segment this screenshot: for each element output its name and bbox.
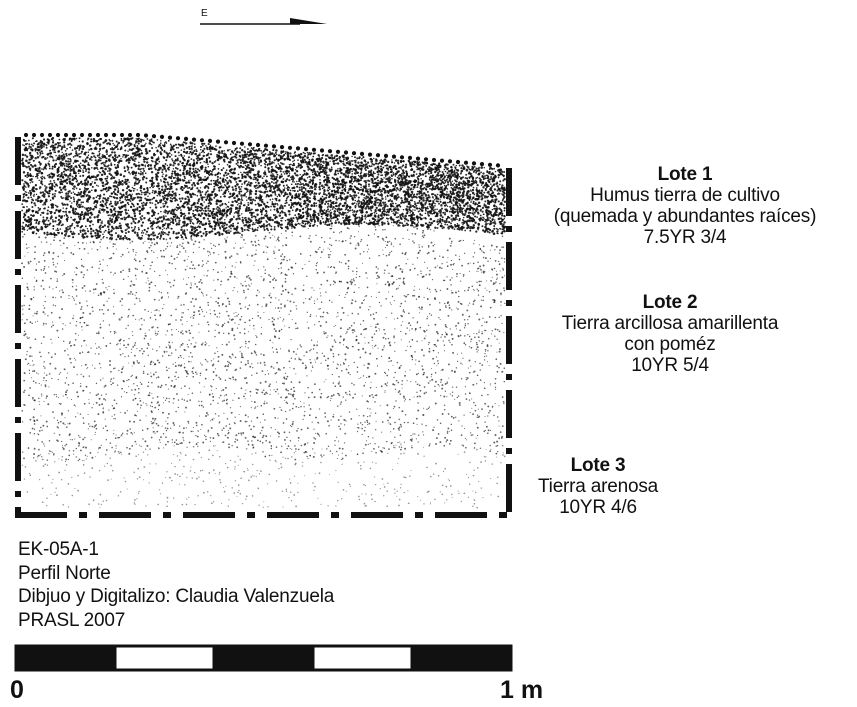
layer-2-note: con poméz — [624, 334, 716, 355]
layer-2-munsell: 10YR 5/4 — [631, 355, 709, 376]
ground-surface-line — [23, 132, 501, 168]
excavation-frame — [15, 137, 512, 518]
unit-code: EK-05A-1 — [18, 539, 99, 560]
layer-2-description: Tierra arcillosa amarillenta — [561, 313, 779, 334]
project-year: PRASL 2007 — [18, 609, 126, 631]
layer-3-title: Lote 3 — [570, 455, 626, 476]
layer-1-title: Lote 1 — [657, 164, 713, 185]
scale-start-label: 0 — [10, 676, 24, 704]
layer-2-label: Lote 2 Tierra arcillosa amarillenta con … — [515, 292, 825, 376]
scale-segment — [212, 644, 315, 672]
scale-segment — [113, 644, 216, 672]
layer-3-label: Lote 3 Tierra arenosa 10YR 4/6 — [513, 455, 683, 518]
layer-3-stipple — [21, 444, 506, 509]
layer-2-title: Lote 2 — [642, 292, 698, 313]
layer-1-stipple — [21, 136, 507, 241]
layer-2-stipple — [21, 225, 506, 463]
scale-segment — [410, 644, 513, 672]
layer-3-description: Tierra arenosa — [537, 476, 659, 497]
orientation-letter: E — [201, 8, 208, 19]
drawing-credit: Dibjuo y Digitalizo: Claudia Valenzuela — [18, 586, 335, 607]
layer-1-munsell: 7.5YR 3/4 — [643, 227, 727, 248]
layer-1-label: Lote 1 Humus tierra de cultivo (quemada … — [515, 164, 855, 248]
drawing-caption: EK-05A-1 Perfil Norte Dibjuo y Digitaliz… — [18, 538, 334, 632]
layer-3-munsell: 10YR 4/6 — [559, 497, 637, 518]
scale-segment — [311, 644, 414, 672]
scale-segment — [14, 644, 117, 672]
layer-1-note: (quemada y abundantes raíces) — [553, 206, 817, 227]
orientation-arrow — [200, 18, 327, 25]
scale-bar — [14, 644, 513, 672]
scale-end-label: 1 m — [500, 676, 544, 704]
layer-1-description: Humus tierra de cultivo — [590, 185, 780, 206]
profile-name: Perfil Norte — [18, 562, 111, 584]
